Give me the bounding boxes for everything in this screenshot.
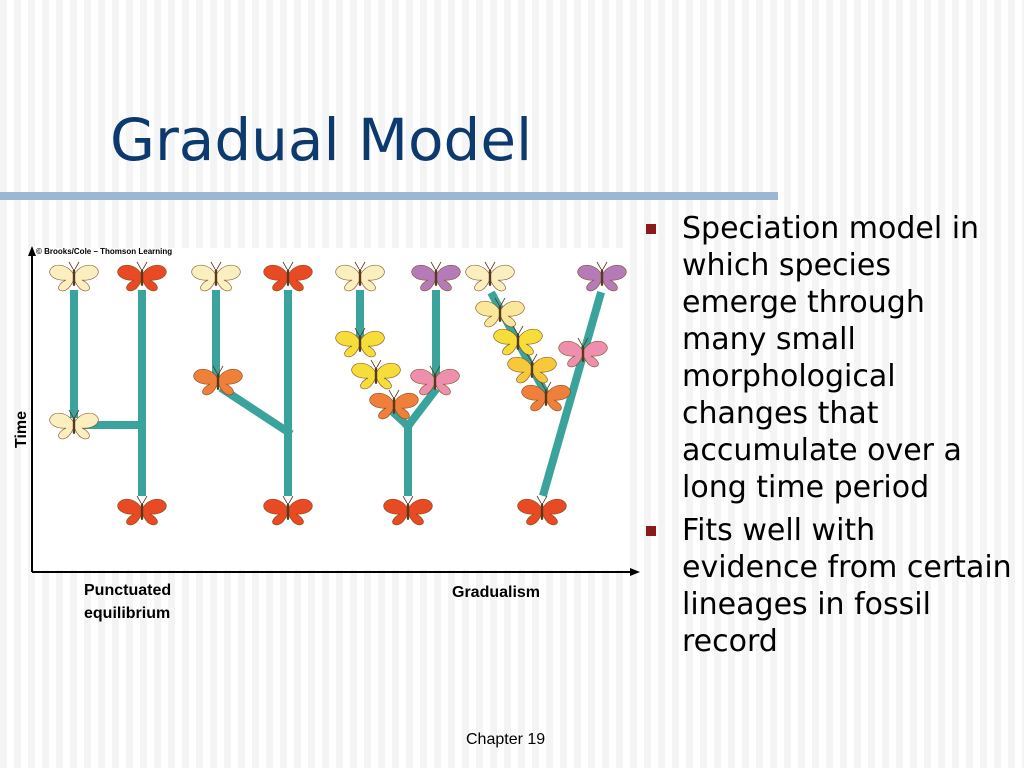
bullet-text: Speciation model in which species emerge… bbox=[682, 211, 980, 505]
punctuated-label-line1: Punctuated bbox=[84, 582, 171, 599]
bullet-item: Speciation model in which species emerge… bbox=[642, 210, 1014, 506]
x-axis-arrow-icon bbox=[630, 568, 640, 576]
title-divider bbox=[0, 192, 778, 200]
time-axis-label: Time bbox=[13, 411, 30, 448]
figure-panel bbox=[30, 248, 624, 570]
bullet-text: Fits well with evidence from certain lin… bbox=[682, 513, 1012, 659]
bullet-square-icon bbox=[646, 224, 656, 234]
slide-title: Gradual Model bbox=[110, 106, 533, 174]
slide-footer: Chapter 19 bbox=[466, 731, 546, 748]
speciation-figure: © Brooks/Cole – Thomson Learning Time Pu… bbox=[13, 246, 640, 622]
bullet-square-icon bbox=[646, 526, 656, 536]
gradualism-label: Gradualism bbox=[452, 584, 540, 601]
bullet-item: Fits well with evidence from certain lin… bbox=[642, 512, 1014, 660]
copyright-label: © Brooks/Cole – Thomson Learning bbox=[36, 247, 172, 256]
bullet-list: Speciation model in which species emerge… bbox=[642, 210, 1014, 666]
punctuated-label-line2: equilibrium bbox=[84, 605, 170, 622]
time-axis-arrow-icon bbox=[28, 246, 36, 256]
